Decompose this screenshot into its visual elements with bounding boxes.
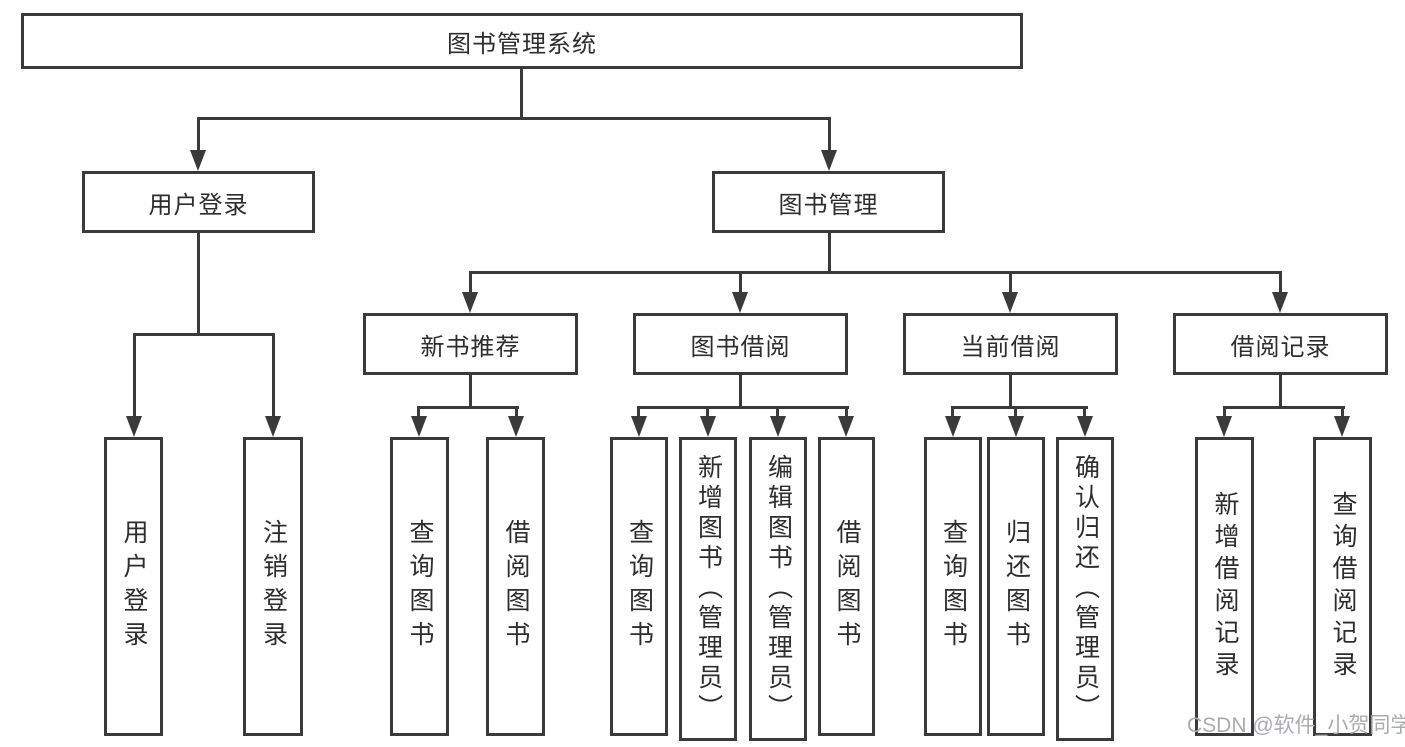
- connector-to-login-leaf: [133, 333, 136, 419]
- node-current-borrow-label: 当前借阅: [960, 333, 1061, 361]
- leaf-logout: 注销登录: [243, 437, 303, 736]
- connector-leaf-stem: [706, 406, 709, 419]
- connector-borrow-records-stem: [1279, 375, 1282, 408]
- connector-leaf-stem: [1223, 406, 1226, 419]
- connector-book-borrow-rail: [637, 406, 849, 409]
- arrowhead-down-icon: [821, 150, 837, 171]
- connector-level1-rail: [197, 117, 831, 120]
- leaf-user-login: 用户登录: [104, 437, 163, 736]
- node-book-mgmt-label: 图书管理: [778, 191, 879, 219]
- leaf-borrow-books-1-label: 借阅图书: [502, 518, 530, 655]
- arrowhead-down-icon: [1334, 416, 1350, 437]
- leaf-query-books-3: 查询图书: [924, 437, 982, 736]
- arrowhead-down-icon: [1077, 416, 1093, 437]
- leaf-query-books-2-label: 查询图书: [625, 518, 654, 655]
- leaf-edit-books-admin-label: 编辑图书（管理员）: [764, 454, 793, 724]
- arrowhead-down-icon: [508, 416, 524, 437]
- leaf-add-borrow-record: 新增借阅记录: [1195, 437, 1254, 736]
- arrowhead-down-icon: [1008, 416, 1024, 437]
- arrowhead-down-icon: [838, 416, 854, 437]
- arrowhead-down-icon: [411, 416, 427, 437]
- connector-to-user-login: [197, 117, 200, 153]
- connector-book-borrow-stem: [739, 375, 742, 408]
- arrowhead-down-icon: [945, 416, 961, 437]
- leaf-query-borrow-record-label: 查询借阅记录: [1329, 490, 1357, 683]
- leaf-add-books-admin: 新增图书（管理员）: [679, 437, 737, 741]
- node-borrow-records: 借阅记录: [1173, 313, 1388, 375]
- leaf-query-books-1-label: 查询图书: [406, 518, 434, 655]
- connector-level2-rail: [469, 271, 1281, 274]
- leaf-add-borrow-record-label: 新增借阅记录: [1211, 490, 1239, 683]
- arrowhead-down-icon: [265, 416, 281, 437]
- connector-leaf-stem: [417, 406, 420, 419]
- leaf-confirm-return-admin-label: 确认归还（管理员）: [1071, 454, 1100, 724]
- leaf-borrow-books-1: 借阅图书: [486, 437, 545, 736]
- connector-leaf-stem: [1341, 406, 1344, 419]
- connector-to-book-mgmt: [828, 117, 831, 153]
- connector-current-borrow-rail: [951, 406, 1088, 409]
- leaf-logout-label: 注销登录: [259, 518, 288, 655]
- node-book-borrow-label: 图书借阅: [690, 333, 791, 361]
- arrowhead-down-icon: [732, 292, 748, 313]
- arrowhead-down-icon: [770, 416, 786, 437]
- leaf-edit-books-admin: 编辑图书（管理员）: [749, 437, 807, 741]
- arrowhead-down-icon: [1272, 292, 1288, 313]
- node-user-login: 用户登录: [82, 171, 315, 233]
- connector-to-borrow-records: [1279, 271, 1282, 295]
- node-book-borrow: 图书借阅: [633, 313, 848, 375]
- connector-root-stem: [520, 69, 523, 120]
- arrowhead-down-icon: [462, 292, 478, 313]
- connector-leaf-stem: [776, 406, 779, 419]
- arrowhead-down-icon: [190, 150, 206, 171]
- connector-leaf-stem: [1083, 406, 1086, 419]
- leaf-query-borrow-record: 查询借阅记录: [1313, 437, 1372, 736]
- node-root: 图书管理系统: [21, 13, 1023, 69]
- node-new-book-rec-label: 新书推荐: [420, 333, 521, 361]
- arrowhead-down-icon: [631, 416, 647, 437]
- connector-to-logout-leaf: [272, 333, 275, 419]
- arrowhead-down-icon: [126, 416, 142, 437]
- leaf-borrow-books-2-label: 借阅图书: [833, 518, 861, 655]
- arrowhead-down-icon: [700, 416, 716, 437]
- connector-new-rec-rail: [417, 406, 519, 409]
- connector-leaf-stem: [1014, 406, 1017, 419]
- node-current-borrow: 当前借阅: [903, 313, 1118, 375]
- connector-to-current-borrow: [1009, 271, 1012, 295]
- node-user-login-label: 用户登录: [148, 191, 249, 219]
- node-root-label: 图书管理系统: [447, 30, 597, 58]
- leaf-return-books: 归还图书: [987, 437, 1045, 736]
- connector-new-rec-stem: [469, 375, 472, 408]
- connector-leaf-stem: [637, 406, 640, 419]
- connector-current-borrow-stem: [1009, 375, 1012, 408]
- arrowhead-down-icon: [1216, 416, 1232, 437]
- leaf-add-books-admin-label: 新增图书（管理员）: [694, 454, 723, 724]
- connector-user-login-stem: [197, 233, 200, 335]
- leaf-borrow-books-2: 借阅图书: [818, 437, 875, 736]
- leaf-query-books-1: 查询图书: [390, 437, 449, 736]
- leaf-return-books-label: 归还图书: [1002, 518, 1031, 655]
- connector-user-login-rail: [133, 333, 275, 336]
- connector-book-mgmt-stem: [828, 233, 831, 274]
- connector-to-new-rec: [469, 271, 472, 295]
- connector-to-book-borrow: [739, 271, 742, 295]
- arrowhead-down-icon: [1002, 292, 1018, 313]
- leaf-user-login-label: 用户登录: [120, 518, 148, 655]
- leaf-confirm-return-admin: 确认归还（管理员）: [1056, 437, 1114, 741]
- connector-leaf-stem: [951, 406, 954, 419]
- node-book-mgmt: 图书管理: [712, 171, 945, 233]
- node-new-book-rec: 新书推荐: [363, 313, 578, 375]
- leaf-query-books-2: 查询图书: [610, 437, 668, 736]
- node-borrow-records-label: 借阅记录: [1230, 333, 1331, 361]
- connector-leaf-stem: [845, 406, 848, 419]
- leaf-query-books-3-label: 查询图书: [939, 518, 968, 655]
- connector-borrow-records-rail: [1223, 406, 1345, 409]
- connector-leaf-stem: [515, 406, 518, 419]
